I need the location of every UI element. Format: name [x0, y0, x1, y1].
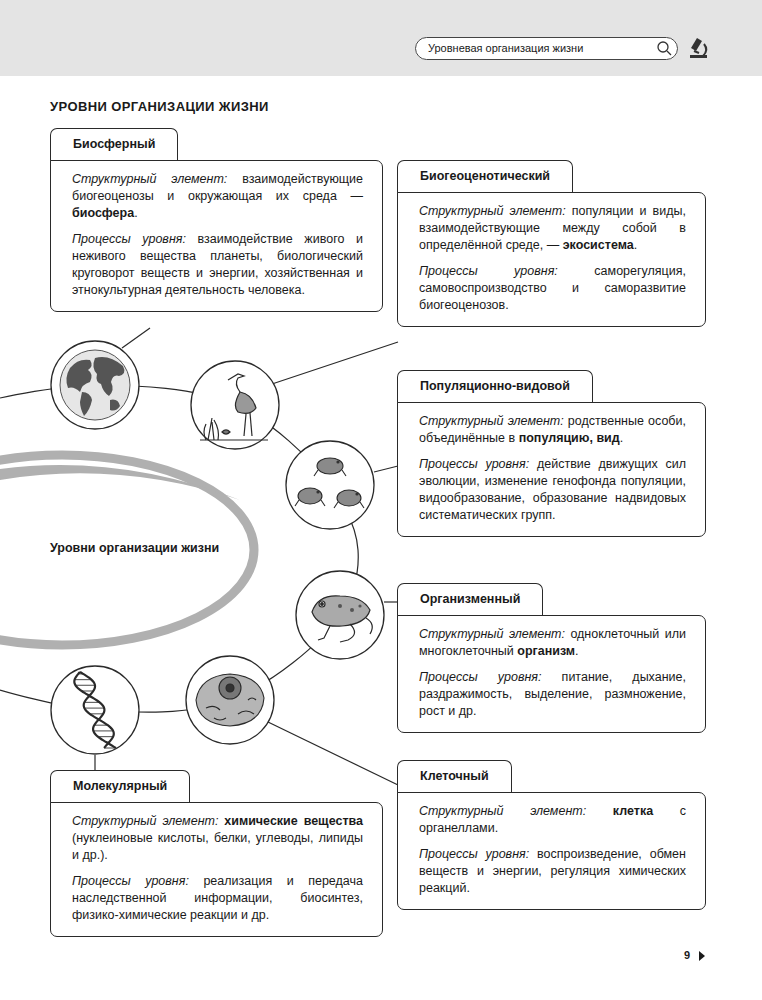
page-arrow — [699, 951, 705, 961]
level-box: ОрганизменныйСтруктурный элемент: однокл… — [397, 583, 706, 733]
description: . — [634, 238, 637, 252]
level-body: Структурный элемент: популяции и виды, в… — [397, 192, 706, 327]
search-field — [415, 37, 678, 60]
field-label: Процессы уровня: — [419, 264, 558, 278]
heron-icon — [191, 361, 279, 449]
description: (нуклеиновые кислоты, белки, углеводы, л… — [72, 831, 363, 862]
paragraph: Структурный элемент: взаимодействующие б… — [72, 171, 363, 222]
field-label: Процессы уровня: — [72, 874, 189, 888]
dna-rung — [84, 707, 104, 708]
paragraph: Процессы уровня: взаимодействие живого и… — [72, 231, 363, 299]
dna-icon — [51, 666, 139, 754]
search-box: Уровневая организация жизни — [415, 37, 678, 60]
field-label: Структурный элемент: — [419, 414, 564, 428]
description: . — [575, 644, 578, 658]
paragraph: Процессы уровня: питание, дыхание, раздр… — [419, 669, 686, 720]
cell-icon — [186, 656, 274, 744]
paragraph: Структурный элемент: клетка с органеллам… — [419, 803, 686, 837]
microscope-icon — [690, 38, 707, 58]
level-box: Популяционно-видовойСтруктурный элемент:… — [397, 370, 706, 537]
field-label: Структурный элемент: — [419, 627, 565, 641]
paragraph: Процессы уровня: действие движущих сил э… — [419, 456, 686, 524]
level-box: БиогеоценотическийСтруктурный элемент: п… — [397, 160, 706, 327]
frogs-icon — [286, 441, 374, 529]
level-heading: Молекулярный — [50, 770, 190, 803]
center-label: Уровни организации жизни — [50, 541, 250, 555]
magnifier-icon — [658, 42, 671, 55]
globe-icon — [51, 341, 139, 429]
header-bar — [0, 0, 762, 76]
description: . — [134, 206, 137, 220]
frog-icon — [296, 571, 384, 659]
field-label: Структурный элемент: — [419, 804, 586, 818]
dna-rung — [75, 685, 95, 686]
level-body: Структурный элемент: взаимодействующие б… — [50, 160, 383, 312]
paragraph: Процессы уровня: воспроизведение, обмен … — [419, 846, 686, 897]
level-box: БиосферныйСтруктурный элемент: взаимодей… — [50, 128, 383, 312]
ellipse-ring — [0, 455, 254, 645]
field-label: Структурный элемент: — [72, 814, 218, 828]
level-body: Структурный элемент: родственные особи, … — [397, 402, 706, 537]
level-box: МолекулярныйСтруктурный элемент: химичес… — [50, 770, 383, 937]
key-term: клетка — [613, 804, 653, 818]
key-term: организм — [517, 644, 575, 658]
dna-rung — [93, 730, 113, 731]
field-label: Структурный элемент: — [419, 204, 566, 218]
level-heading: Популяционно-видовой — [397, 370, 593, 403]
level-body: Структурный элемент: клетка с органеллам… — [397, 792, 706, 910]
description: . — [620, 431, 623, 445]
dna-rung — [75, 679, 92, 680]
ellipse-shade — [0, 465, 240, 515]
key-term: экосистема — [563, 238, 634, 252]
paragraph: Структурный элемент: одноклеточный или м… — [419, 626, 686, 660]
key-term: популяцию, вид — [519, 431, 620, 445]
search-text: Уровневая организация жизни — [428, 42, 583, 54]
dna-strand — [74, 672, 116, 748]
field-label: Структурный элемент: — [72, 172, 227, 186]
field-label: Процессы уровня: — [419, 670, 541, 684]
level-heading: Организменный — [397, 583, 543, 616]
level-body: Структурный элемент: химические вещества… — [50, 802, 383, 937]
paragraph: Структурный элемент: популяции и виды, в… — [419, 203, 686, 254]
page-title: УРОВНИ ОРГАНИЗАЦИИ ЖИЗНИ — [50, 99, 269, 114]
level-heading: Биогеоценотический — [397, 160, 573, 193]
orbit-line — [0, 385, 358, 712]
paragraph: Процессы уровня: саморегуляция, самовосп… — [419, 263, 686, 314]
center-ellipse: Уровни организации жизни — [0, 440, 275, 660]
key-term: химические вещества — [224, 814, 363, 828]
level-body: Структурный элемент: одноклеточный или м… — [397, 615, 706, 733]
page-number: 9 — [684, 949, 690, 961]
paragraph: Структурный элемент: родственные особи, … — [419, 413, 686, 447]
field-label: Процессы уровня: — [419, 847, 529, 861]
field-label: Процессы уровня: — [419, 457, 529, 471]
level-heading: Биосферный — [50, 128, 178, 161]
level-box: КлеточныйСтруктурный элемент: клетка с о… — [397, 760, 706, 910]
paragraph: Структурный элемент: химические вещества… — [72, 813, 363, 864]
level-heading: Клеточный — [397, 760, 512, 793]
paragraph: Процессы уровня: реализация и передача н… — [72, 873, 363, 924]
field-label: Процессы уровня: — [72, 232, 186, 246]
key-term: биосфера — [72, 206, 134, 220]
